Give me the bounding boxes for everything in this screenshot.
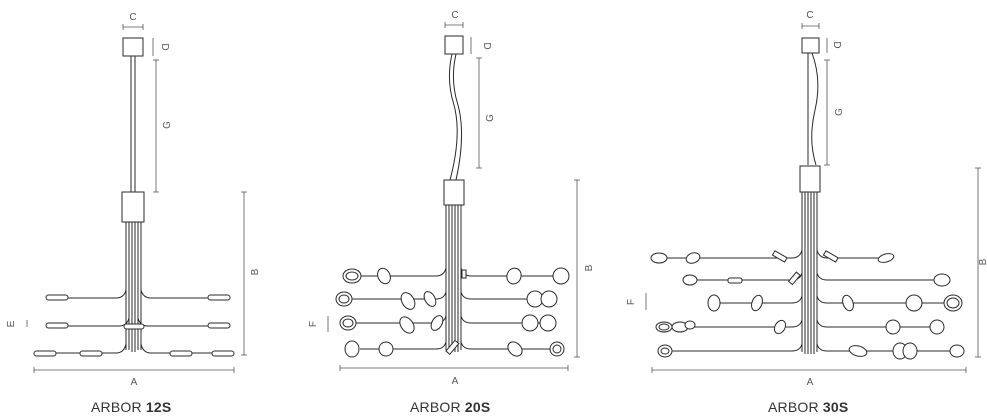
caption-model: 12S: [145, 399, 172, 415]
dim-c-30s: C: [806, 10, 813, 21]
dim-g-30s: G: [834, 108, 845, 116]
dim-b-20s: B: [584, 264, 595, 271]
dimension-labels: C D G B A E C D G B A F C D G B A F: [6, 10, 987, 388]
dim-c-12s: C: [129, 12, 136, 23]
caption-arbor-30s: ARBOR 30S: [768, 399, 848, 415]
dim-b-12s: B: [250, 268, 261, 275]
driver-box-12s: [121, 191, 145, 223]
caption-model: 20S: [464, 399, 491, 415]
caption-name: ARBOR: [410, 399, 461, 415]
arbor-20s-drawing: [335, 35, 570, 358]
arbor-12s-drawing: [33, 37, 235, 357]
dim-a-20s: A: [452, 376, 459, 387]
caption-name: ARBOR: [768, 399, 819, 415]
driver-box-20s: [443, 179, 465, 206]
dim-f-20s: F: [308, 321, 319, 327]
canopy-12s: [122, 37, 144, 57]
dim-g-12s: G: [162, 121, 173, 129]
caption-model: 30S: [822, 399, 849, 415]
canopy-30s: [801, 37, 820, 54]
dim-a-12s: A: [131, 377, 138, 388]
dim-e-12s: E: [6, 320, 17, 327]
dim-a-30s: A: [807, 377, 814, 388]
dim-d-20s: D: [481, 42, 492, 49]
dim-b-30s: B: [978, 258, 987, 265]
dim-g-20s: G: [485, 114, 496, 122]
arbor-30s-drawing: [650, 37, 965, 360]
caption-arbor-12s: ARBOR 12S: [91, 399, 171, 415]
dim-c-20s: C: [451, 10, 458, 21]
caption-name: ARBOR: [91, 399, 142, 415]
caption-arbor-20s: ARBOR 20S: [410, 399, 490, 415]
dim-f-30s: F: [626, 299, 637, 305]
dim-d-30s: D: [831, 41, 842, 48]
driver-box-30s: [799, 165, 821, 193]
dim-d-12s: D: [159, 43, 170, 50]
canopy-20s: [444, 35, 464, 55]
dimension-lines: [26, 22, 981, 373]
